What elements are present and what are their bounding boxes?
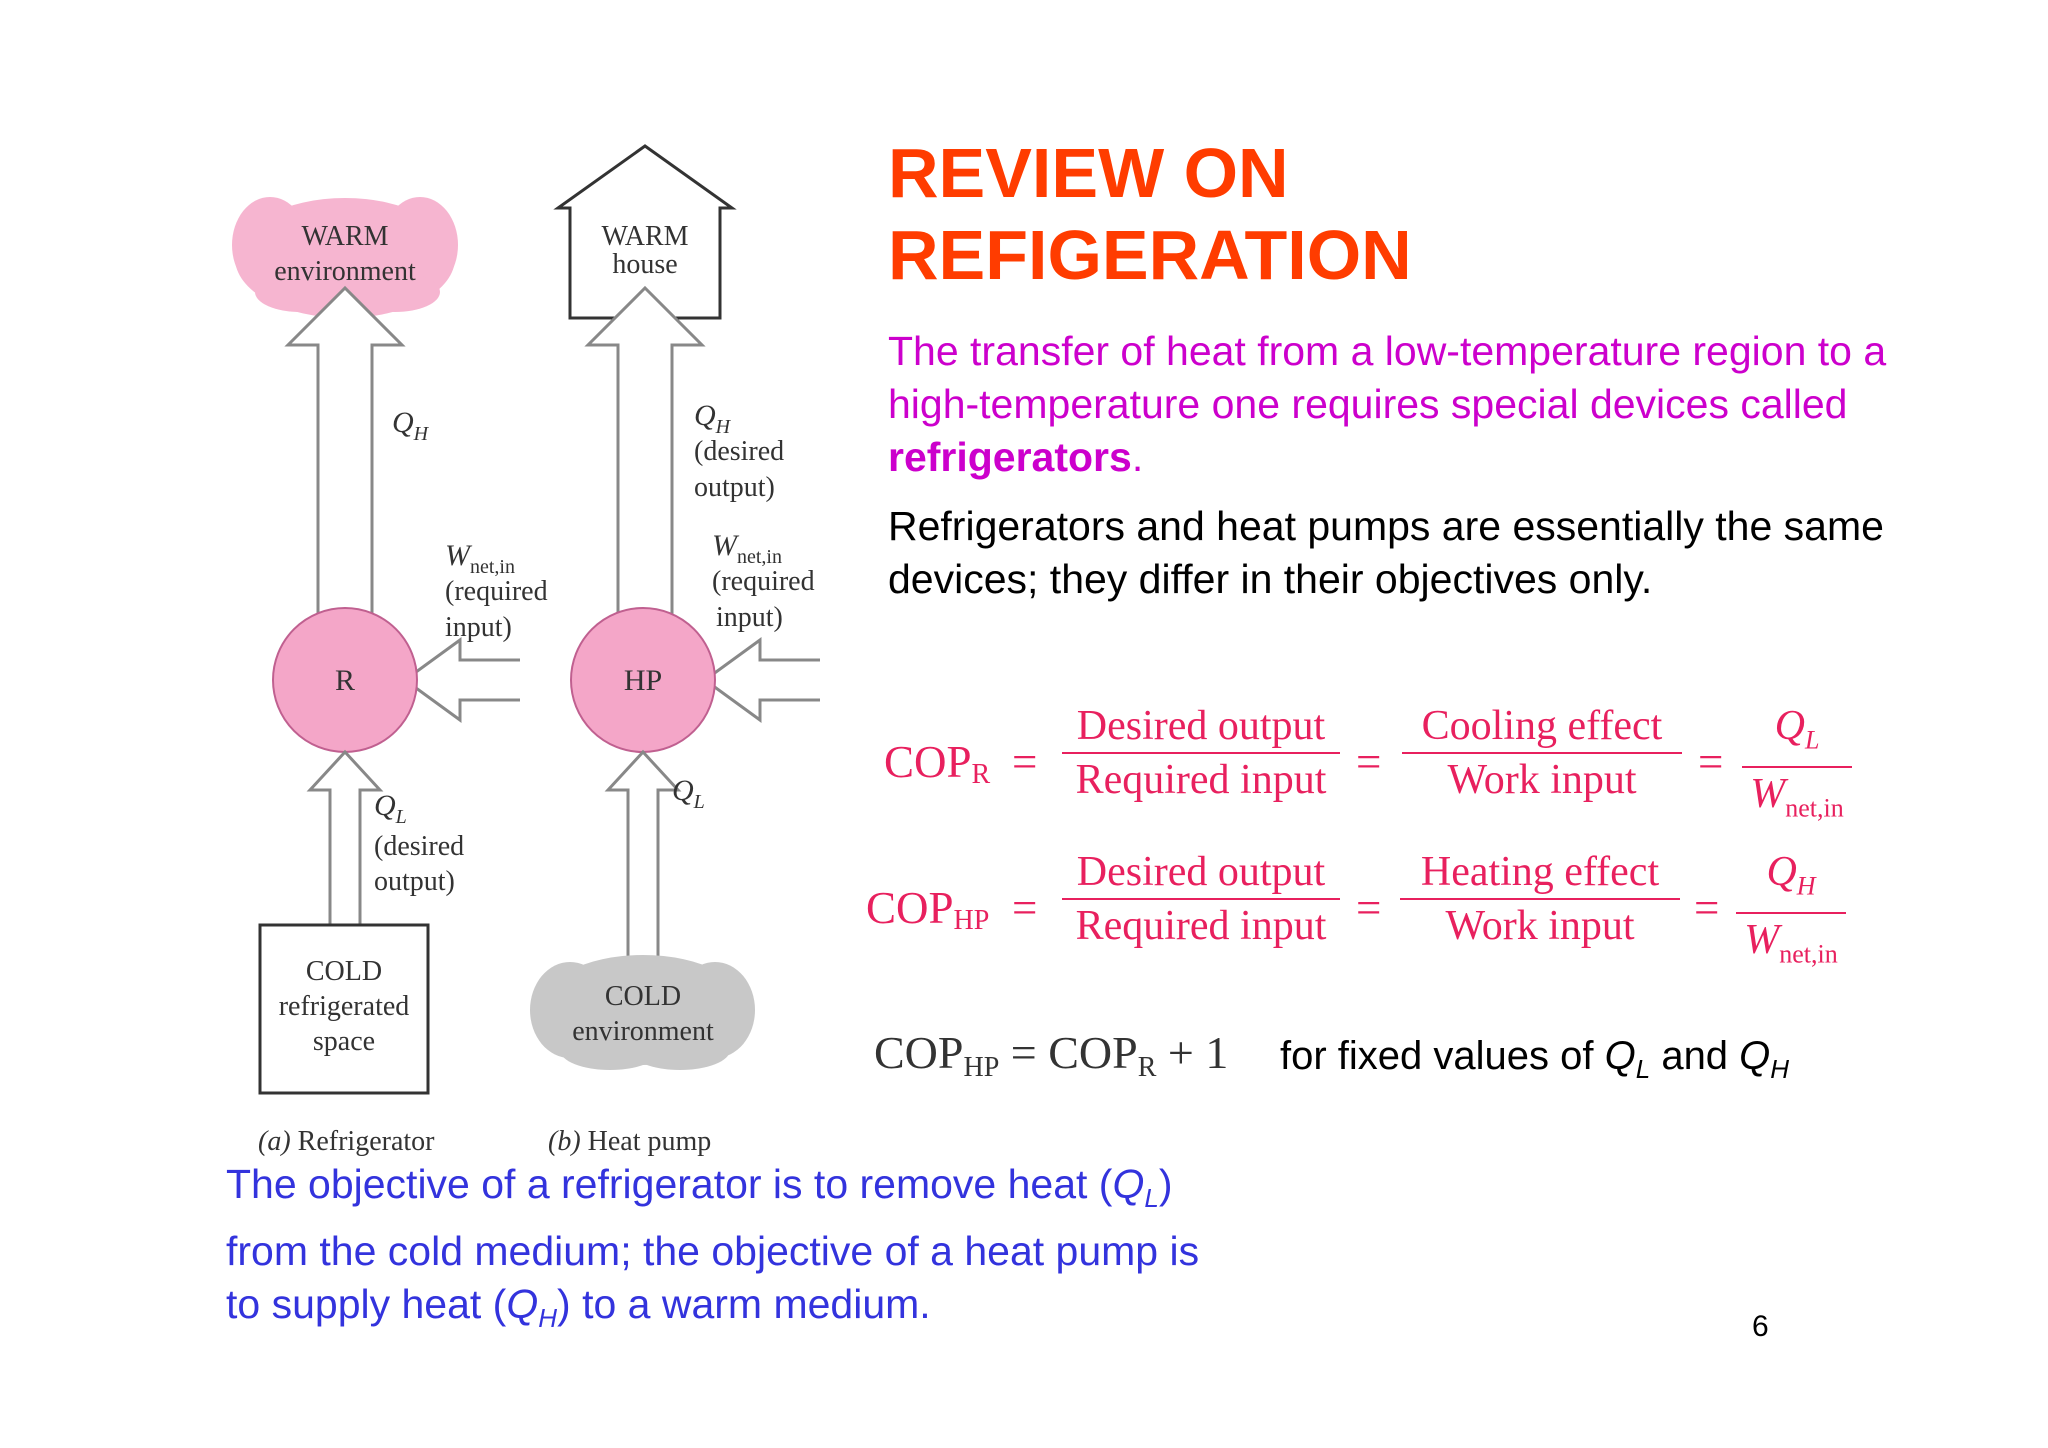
refrigerator-diagram: WARM environment QH Wnet,in (required in… bbox=[232, 197, 548, 1157]
page-number: 6 bbox=[1752, 1310, 1769, 1343]
warm-house-shape bbox=[553, 144, 737, 320]
cold-label-2: refrigerated bbox=[279, 991, 410, 1022]
ql-desired-note-1: (desired bbox=[374, 831, 464, 862]
refrigerator-caption: (a) Refrigerator bbox=[258, 1126, 435, 1157]
intro-text: The transfer of heat from a low-temperat… bbox=[888, 328, 1887, 427]
ql-label: QL bbox=[374, 789, 407, 828]
hp-qh-label: QH bbox=[694, 399, 732, 438]
intro-bold-term: refrigerators bbox=[888, 434, 1132, 480]
cop-r-lhs: COPR bbox=[884, 737, 991, 790]
qh-arrow bbox=[284, 285, 406, 622]
w-required-note-2: input) bbox=[445, 612, 512, 643]
warm-house-label-1: WARM bbox=[601, 221, 688, 252]
ql-arrow bbox=[306, 749, 384, 927]
ql-desired-note-2: output) bbox=[374, 866, 455, 897]
cold-label-3: space bbox=[313, 1026, 375, 1057]
equals-sign: = bbox=[1698, 737, 1724, 787]
warm-environment-label-1: WARM bbox=[301, 221, 388, 252]
w-net-in-label: Wnet,in bbox=[445, 539, 515, 578]
intro-end: . bbox=[1131, 434, 1144, 480]
cop-relation-note: for fixed values of QL and QH bbox=[1280, 1034, 1790, 1084]
equals-sign: = bbox=[1356, 737, 1382, 787]
hp-qh-desired-note-1: (desired bbox=[694, 436, 784, 467]
objective-paragraph: The objective of a refrigerator is to re… bbox=[226, 1161, 1200, 1334]
intro-paragraph: The transfer of heat from a low-temperat… bbox=[888, 325, 1888, 484]
qh-label: QH bbox=[392, 406, 430, 445]
heat-pump-device-label: HP bbox=[624, 664, 662, 697]
heat-pump-caption: (b) Heat pump bbox=[548, 1126, 711, 1157]
cold-refrigerated-space-box bbox=[258, 923, 430, 1095]
warm-environment-label-2: environment bbox=[274, 256, 416, 287]
w-input-arrow bbox=[402, 637, 520, 723]
hp-ql-label: QL bbox=[672, 774, 705, 813]
hp-ql-arrow bbox=[604, 749, 682, 982]
w-required-note-1: (required bbox=[445, 576, 548, 607]
hp-qh-arrow bbox=[584, 285, 706, 622]
slide-title-line-1: REVIEW ON bbox=[888, 134, 1289, 212]
equals-sign: = bbox=[1012, 883, 1038, 933]
hp-cold-label-2: environment bbox=[572, 1016, 714, 1047]
equals-sign: = bbox=[1356, 883, 1382, 933]
refrigerator-heatpump-diagram: WARM environment QH Wnet,in (required in… bbox=[232, 144, 820, 1157]
cop-relation: COPHP = COPR + 1 bbox=[874, 1027, 1229, 1083]
devices-paragraph: Refrigerators and heat pumps are essenti… bbox=[888, 503, 1884, 602]
equals-sign: = bbox=[1012, 737, 1038, 787]
refrigerator-device-label: R bbox=[335, 664, 355, 697]
hp-w-required-note-2: input) bbox=[716, 602, 783, 633]
equals-sign: = bbox=[1694, 883, 1720, 933]
slide-title-line-2: REFIGERATION bbox=[888, 216, 1412, 294]
hp-qh-desired-note-2: output) bbox=[694, 472, 775, 503]
slide-title: REVIEW ON REFIGERATION bbox=[888, 132, 1412, 296]
cold-environment-cloud bbox=[530, 955, 755, 1070]
cop-hp-lhs: COPHP bbox=[866, 883, 990, 936]
hp-w-required-note-1: (required bbox=[712, 566, 815, 597]
warm-house-label-2: house bbox=[612, 249, 677, 280]
hp-w-input-arrow bbox=[702, 637, 820, 723]
cold-label-1: COLD bbox=[306, 956, 382, 987]
warm-environment-cloud bbox=[232, 197, 458, 318]
heat-pump-diagram: WARM house QH (desired output) Wnet,in (… bbox=[530, 144, 820, 1157]
hp-cold-label-1: COLD bbox=[605, 981, 681, 1012]
hp-w-net-in-label: Wnet,in bbox=[712, 529, 782, 568]
